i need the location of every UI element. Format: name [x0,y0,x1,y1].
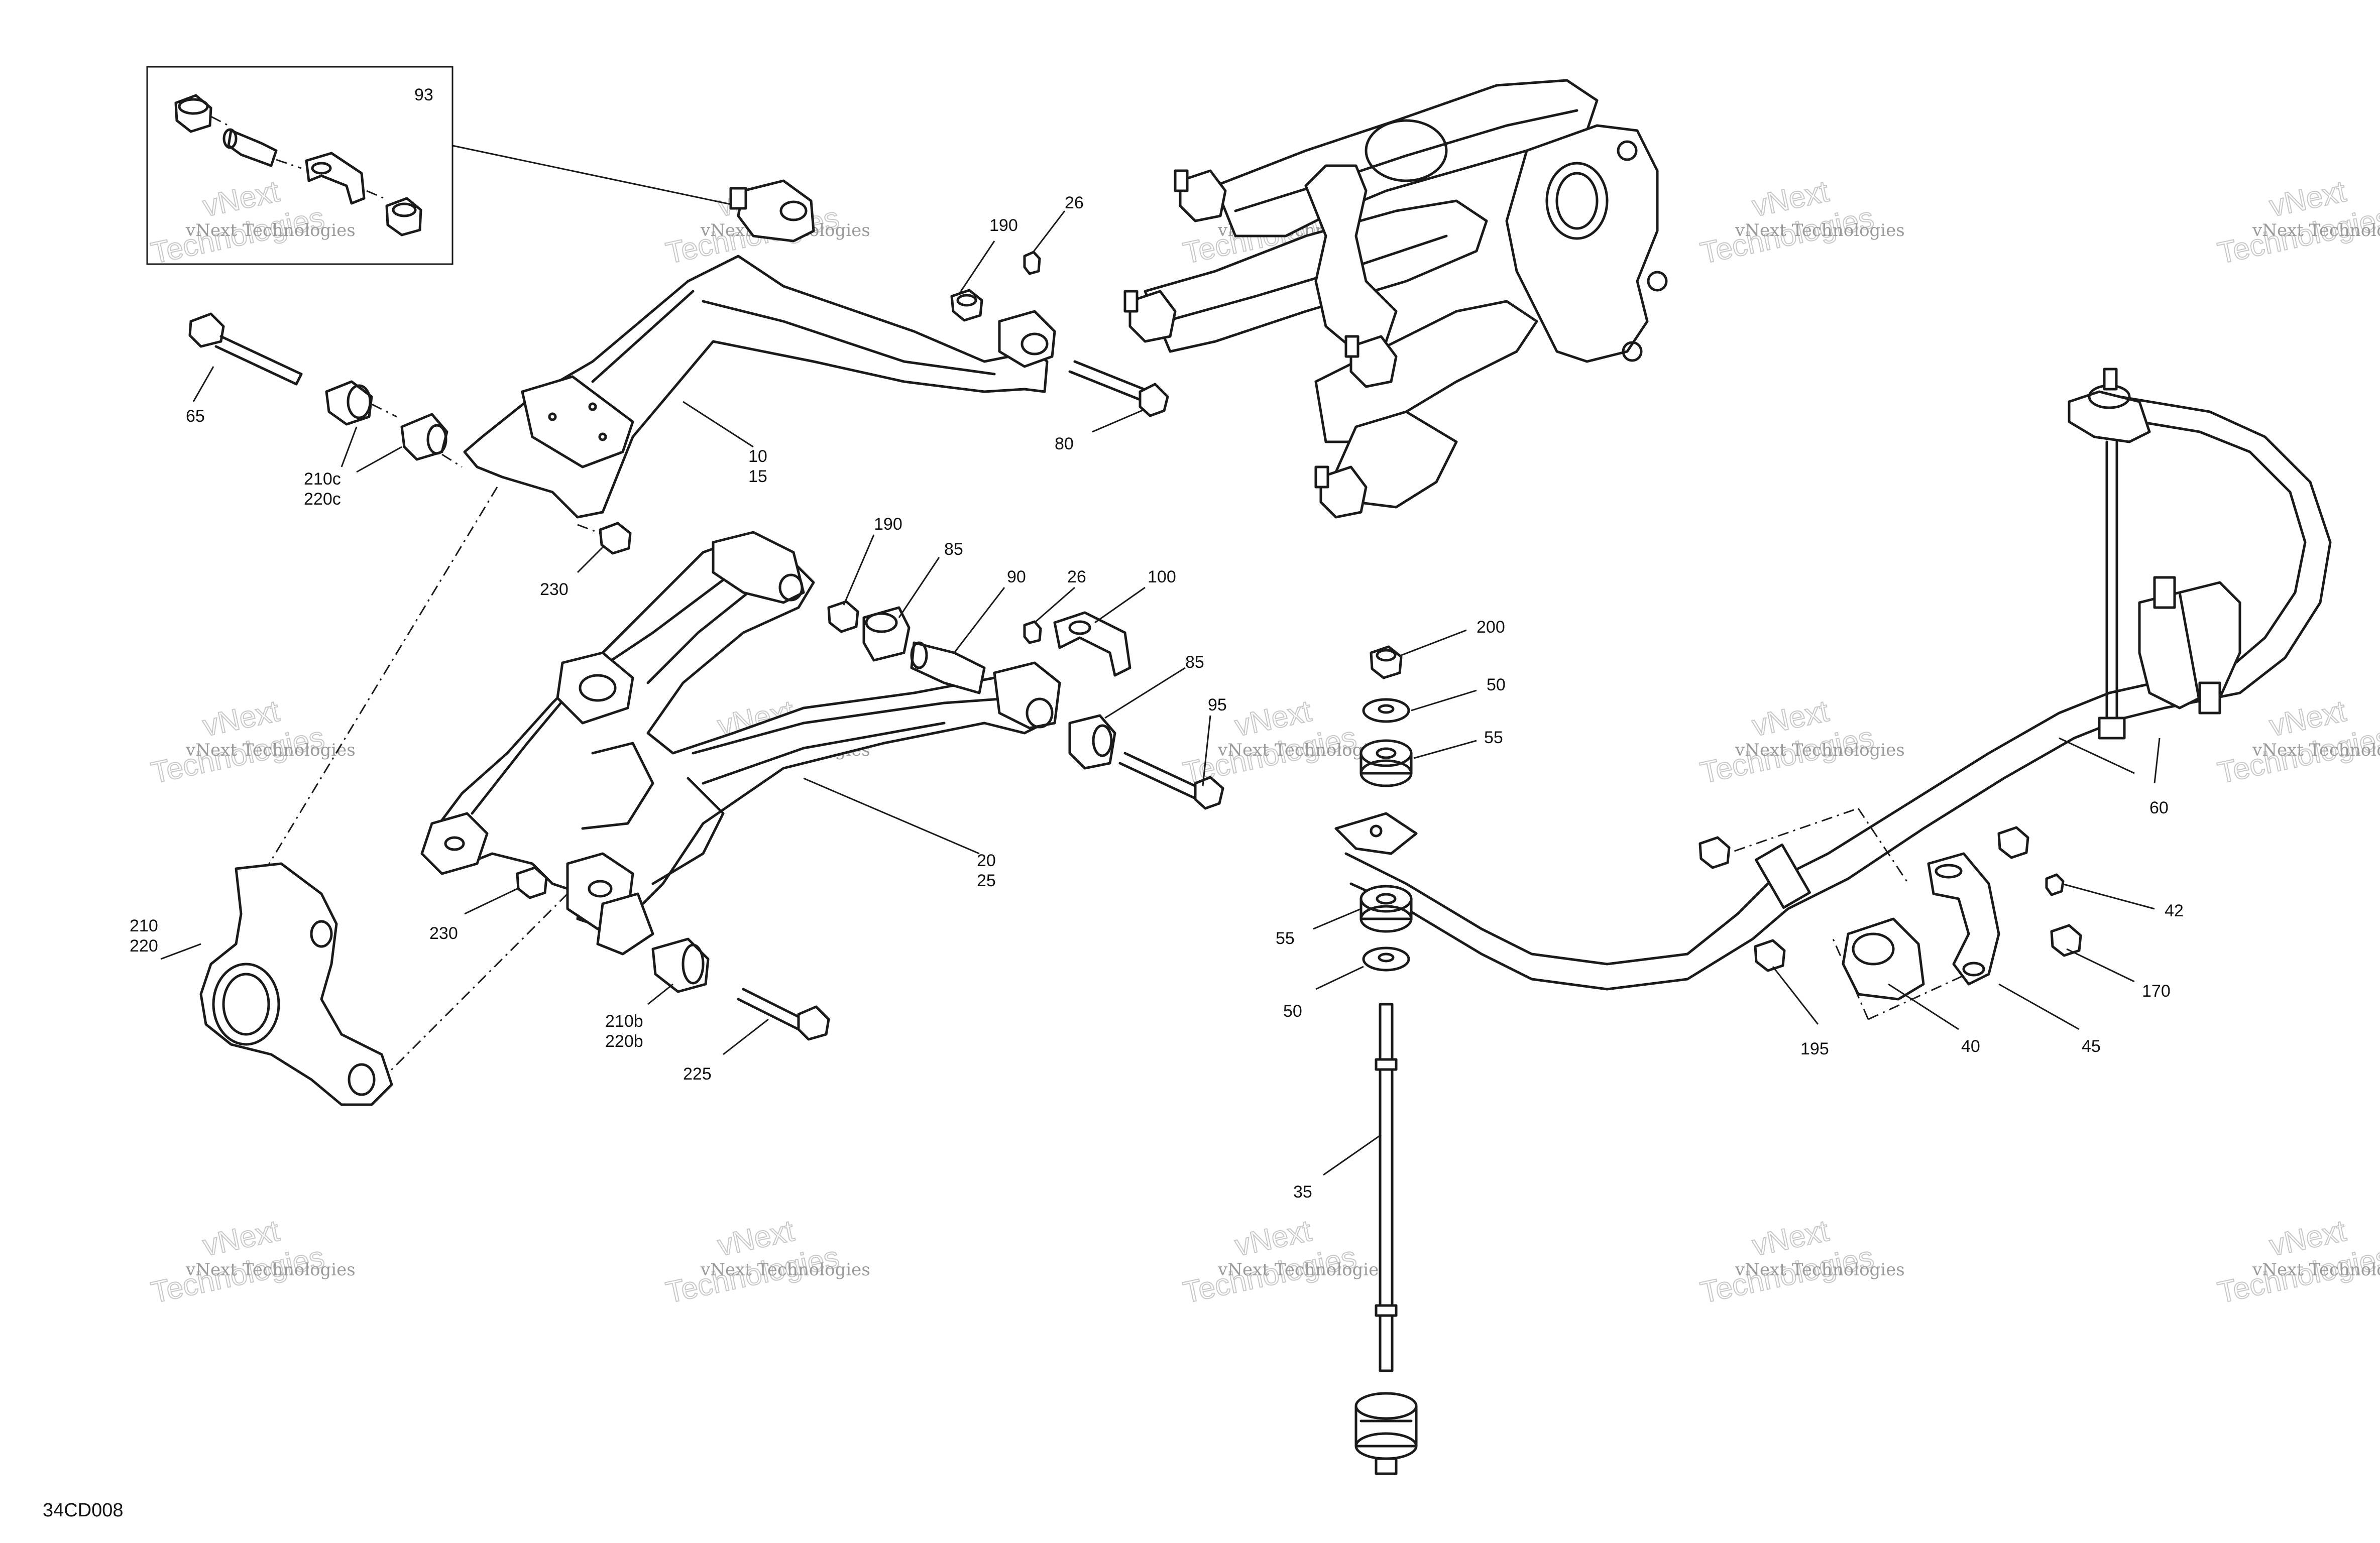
svg-text:vNext Technologies: vNext Technologies [2252,220,2380,241]
callout-195: 195 [1800,1039,1829,1058]
callout-230-upper: 230 [540,580,569,599]
assembled-suspension-frame [1123,79,1668,519]
callout-220c: 220c [304,490,341,509]
svg-text:vNext Technologies: vNext Technologies [2252,1260,2380,1280]
callout-210b: 210b [605,1012,643,1031]
sway-link-stack: 200 50 55 55 50 35 [1276,618,1506,1475]
callout-225: 225 [683,1064,712,1084]
callout-15: 15 [748,467,767,486]
svg-text:vNext Technologies: vNext Technologies [1735,740,1905,760]
callout-50-a: 50 [1487,675,1506,694]
sway-bar-assembly: 60 195 40 45 42 170 [1334,368,2332,1058]
callout-85-a: 85 [944,540,963,559]
callout-100: 100 [1148,567,1176,586]
diagram-id: 34CD008 [43,1500,124,1521]
svg-text:vNext Technologies: vNext Technologies [185,1260,356,1280]
callout-220b: 220b [605,1032,643,1051]
callout-25: 25 [977,871,996,890]
callout-200: 200 [1477,618,1505,637]
svg-text:vNext Technologies: vNext Technologies [185,220,356,241]
callout-170: 170 [2142,982,2171,1001]
callout-220: 220 [130,936,158,956]
callout-45: 45 [2082,1037,2101,1056]
callout-190-lower: 190 [874,515,902,534]
callout-26-lower: 26 [1067,567,1086,586]
callout-210: 210 [130,916,158,935]
svg-text:vNext Technologies: vNext Technologies [1735,220,1905,241]
lower-a-arm: 20 25 [420,531,1061,956]
callout-230-lower: 230 [429,924,458,943]
callout-85-b: 85 [1185,653,1204,672]
callout-80: 80 [1055,434,1074,453]
callout-35: 35 [1293,1182,1312,1202]
callout-60: 60 [2149,798,2169,817]
callout-26-upper: 26 [1065,193,1084,212]
callout-40: 40 [1961,1037,1980,1056]
callout-42: 42 [2165,901,2184,920]
svg-text:vNext Technologies: vNext Technologies [185,740,356,760]
knuckle: 210 220 [130,487,569,1106]
callout-93: 93 [414,85,433,104]
callout-190-upper: 190 [989,216,1018,235]
svg-text:vNext Technologies: vNext Technologies [2252,740,2380,760]
inset-bushing-kit: 93 [146,66,739,265]
callout-95: 95 [1208,695,1227,715]
svg-text:vNext Technologies: vNext Technologies [1217,740,1388,760]
callout-50-b: 50 [1283,1002,1302,1021]
callout-65: 65 [186,407,205,426]
upper-arm-hardware: 65 210c 220c 230 190 26 80 [186,193,1169,599]
callout-10: 10 [748,447,767,466]
svg-text:vNext Technologies: vNext Technologies [1217,1260,1388,1280]
svg-text:vNext Technologies: vNext Technologies [1735,1260,1905,1280]
callout-210c: 210c [304,469,341,489]
svg-text:vNext Technologies: vNext Technologies [700,1260,870,1280]
upper-a-arm: 10 15 [463,179,1056,519]
lower-arm-hardware: 190 85 90 26 100 85 95 230 [429,515,1227,1084]
callout-20: 20 [977,851,996,870]
callout-55-b: 55 [1276,929,1295,948]
callout-90: 90 [1007,567,1026,586]
callout-55-a: 55 [1484,728,1503,747]
